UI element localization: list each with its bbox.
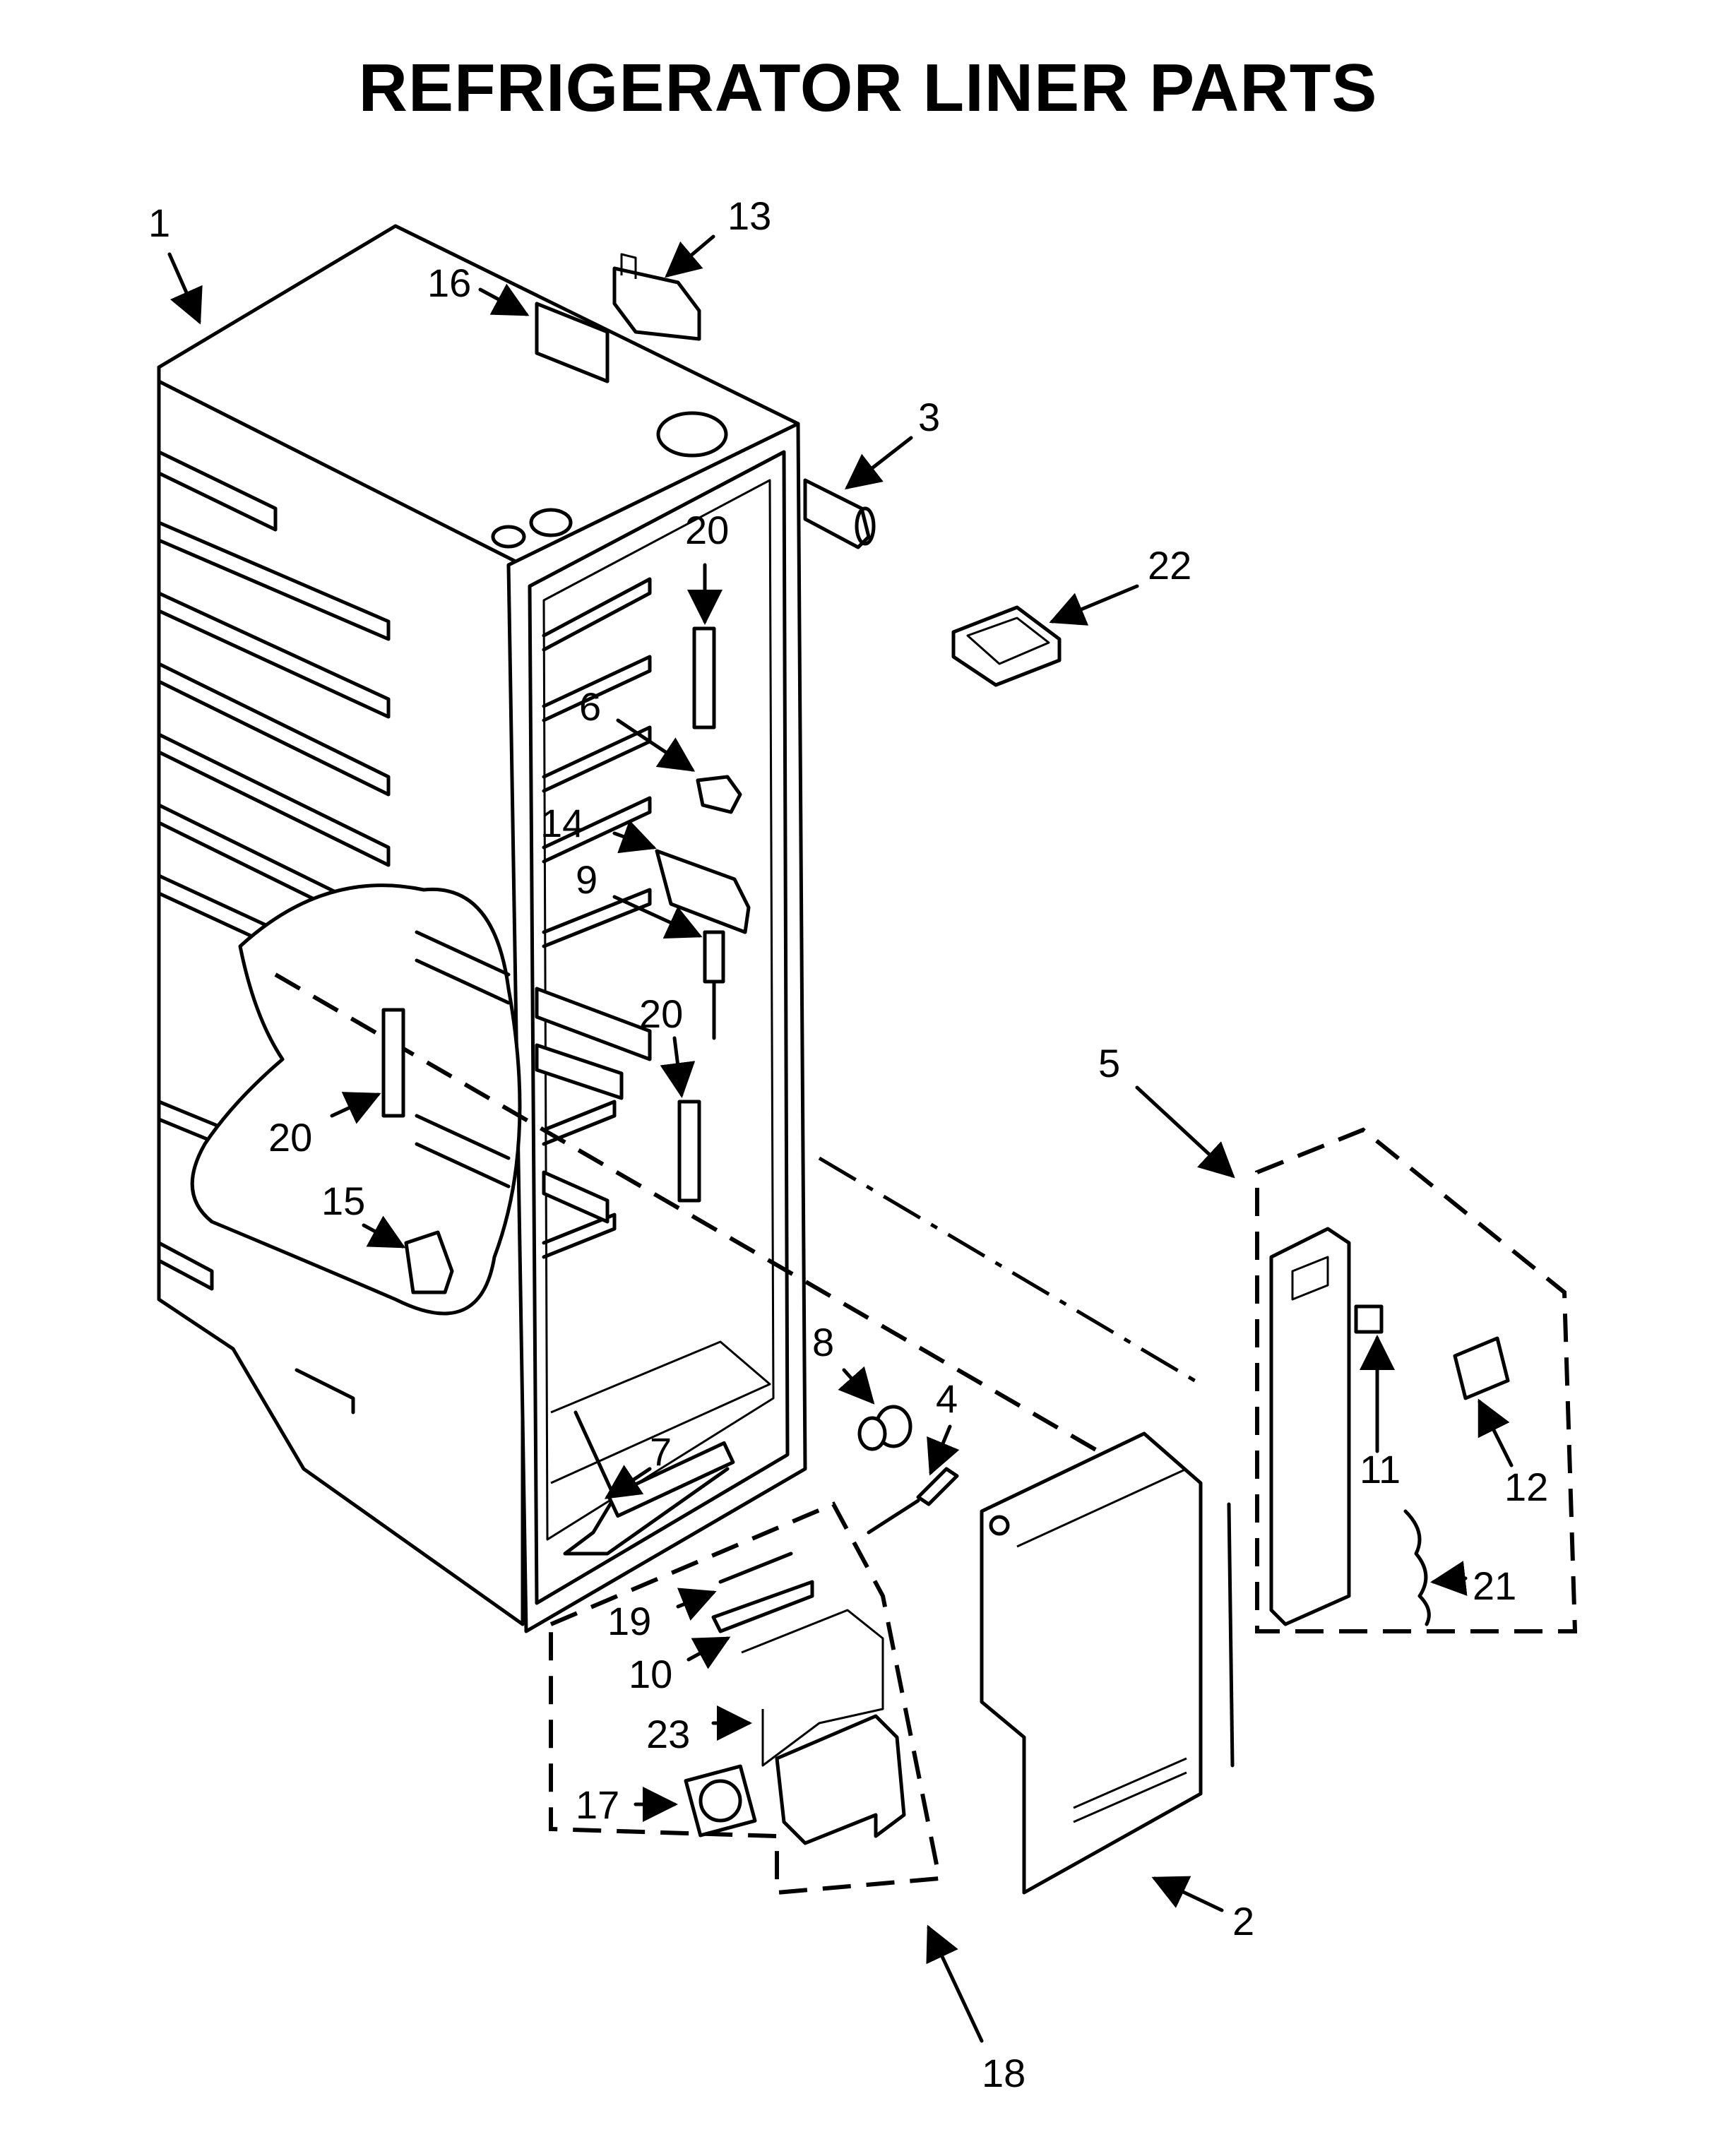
page-title: REFRIGERATOR LINER PARTS bbox=[358, 50, 1378, 126]
callout-8: 8 bbox=[812, 1320, 834, 1364]
part-22-control-board bbox=[951, 605, 1062, 687]
callout-21: 21 bbox=[1473, 1564, 1516, 1608]
callout-14: 14 bbox=[540, 801, 584, 845]
callout-labels: 1 13 16 3 22 20 6 14 9 20 20 15 5 11 12 … bbox=[148, 193, 1548, 2095]
part-20-light-cutaway bbox=[381, 1008, 405, 1118]
callout-19: 19 bbox=[607, 1599, 651, 1643]
callout-12: 12 bbox=[1504, 1465, 1548, 1509]
part-15-board bbox=[404, 1230, 454, 1294]
callout-4: 4 bbox=[936, 1376, 958, 1421]
callout-1: 1 bbox=[148, 201, 170, 245]
hidden-line bbox=[818, 1156, 1202, 1386]
callout-5: 5 bbox=[1098, 1041, 1120, 1085]
part-6-switch bbox=[696, 775, 742, 814]
callout-3: 3 bbox=[918, 395, 940, 439]
part-2-panel bbox=[980, 1431, 1235, 1895]
callout-22: 22 bbox=[1148, 543, 1191, 588]
callout-20-cutaway: 20 bbox=[268, 1115, 312, 1160]
callout-20-lower: 20 bbox=[639, 991, 683, 1036]
part-16-cover bbox=[535, 302, 610, 383]
callout-2: 2 bbox=[1232, 1899, 1254, 1943]
part-5-assembly bbox=[1255, 1127, 1578, 1633]
part-3-sensor bbox=[803, 478, 876, 549]
callout-17: 17 bbox=[576, 1782, 619, 1827]
part-8-damper bbox=[857, 1405, 912, 1451]
callout-20-upper: 20 bbox=[685, 508, 729, 552]
callout-13: 13 bbox=[727, 193, 771, 238]
part-18-assembly bbox=[549, 1501, 942, 1895]
callout-16: 16 bbox=[427, 261, 471, 305]
callout-10: 10 bbox=[629, 1652, 672, 1696]
hidden-line bbox=[274, 972, 1167, 1492]
callout-6: 6 bbox=[579, 684, 601, 729]
callout-15: 15 bbox=[321, 1179, 365, 1223]
part-13-bracket bbox=[612, 253, 701, 341]
callout-7: 7 bbox=[650, 1429, 672, 1474]
part-4-thermistor bbox=[867, 1467, 959, 1535]
part-9-thermistor bbox=[703, 930, 725, 1040]
callout-11: 11 bbox=[1360, 1447, 1401, 1491]
leader-lines bbox=[167, 234, 1514, 2043]
callout-23: 23 bbox=[646, 1712, 690, 1756]
part-20-light-upper bbox=[692, 626, 716, 729]
part-14-housing bbox=[655, 849, 751, 934]
callout-9: 9 bbox=[576, 857, 598, 902]
callout-18: 18 bbox=[982, 2051, 1025, 2095]
part-20-light-lower bbox=[677, 1100, 701, 1203]
